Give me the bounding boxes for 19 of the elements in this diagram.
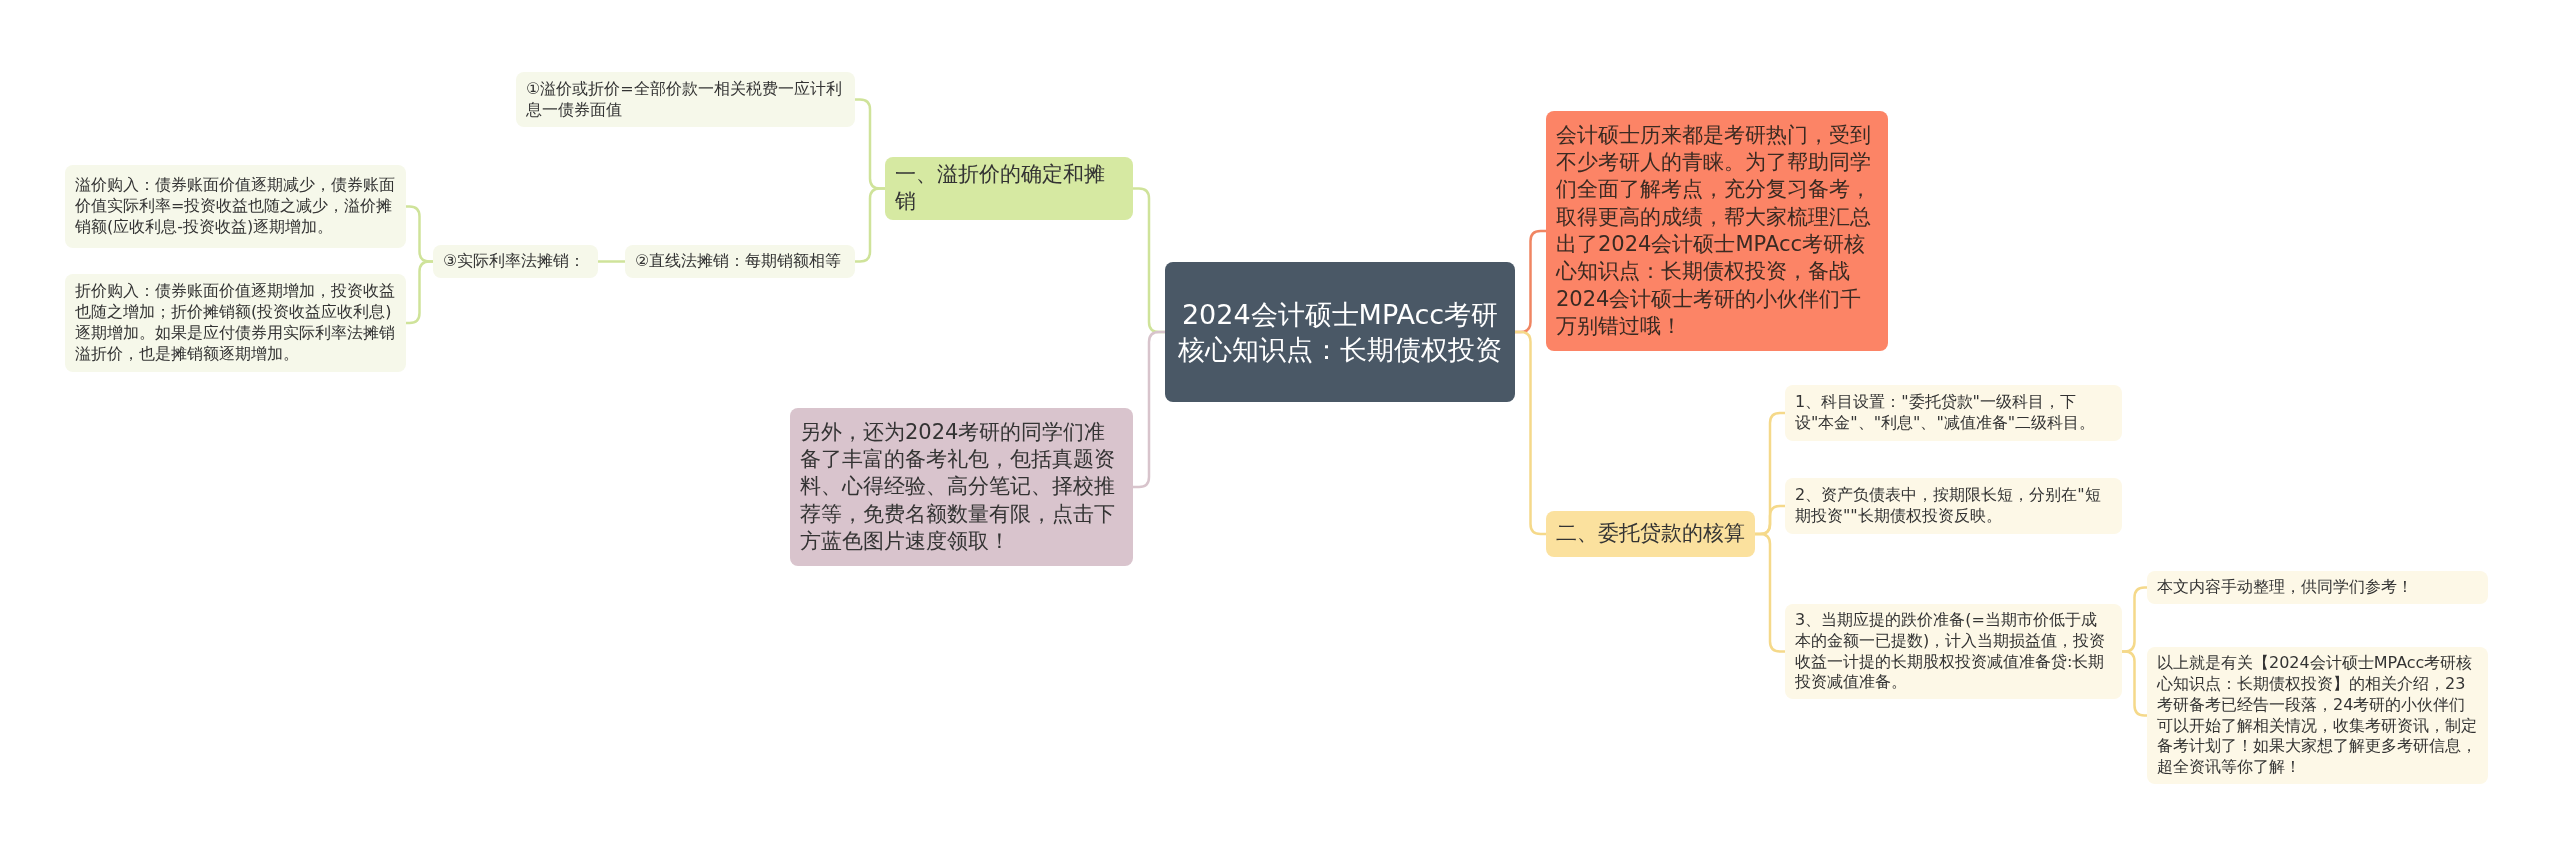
leaf-box: 本文内容手动整理，供同学们参考！ [2147, 571, 2488, 604]
connector-line [2122, 650, 2147, 717]
leaf-box: 溢价购入：债券账面价值逐期减少，债券账面价值实际利率=投资收益也随之减少，溢价摊销额(应收利息-投资收益)逐期增加。 [65, 165, 406, 248]
note-box: 另外，还为2024考研的同学们准备了丰富的备考礼包，包括真题资料、心得经验、高分笔记、择校推荐等，免费名额数量有限，点击下方蓝色图片速度领取！ [790, 408, 1133, 566]
branch-box: 二、委托贷款的核算 [1546, 511, 1755, 557]
branch-box: 一、溢折价的确定和摊销 [885, 157, 1133, 220]
leaf-box: ③实际利率法摊销： [433, 245, 598, 278]
leaf-box: 1、科目设置："委托贷款"一级科目，下设"本金"、"利息"、"减值准备"二级科目。 [1785, 385, 2122, 441]
connector-line [1133, 330, 1165, 489]
central-topic-box: 2024会计硕士MPAcc考研核心知识点：长期债权投资 [1165, 262, 1515, 402]
leaf-box: 2、资产负债表中，按期限长短，分别在"短期投资""长期债权投资反映。 [1785, 478, 2122, 534]
leaf-box: ①溢价或折价=全部价款一相关税费一应计利息一债券面值 [516, 72, 855, 127]
leaf-box: 折价购入：债券账面价值逐期增加，投资收益也随之增加；折价摊销额(投资收益应收利息)逐期增加。如果是应付债券用实际利率法摊销溢折价，也是摊销额逐期增加。 [65, 274, 406, 372]
leaf-box: 3、当期应提的跌价准备(=当期市价低于成本的金额一已提数)，计入当期损益值，投资收益一计提的长期股权投资减值准备贷:长期投资减值准备。 [1785, 604, 2122, 699]
connector-line [406, 260, 433, 325]
leaf-box: ②直线法摊销：每期销额相等 [625, 245, 855, 278]
connector-line [598, 260, 625, 263]
leaf-box: 以上就是有关【2024会计硕士MPAcc考研核心知识点：长期债权投资】的相关介绍，23考研备考已经告一段落，24考研的小伙伴们可以开始了解相关情况，收集考研资讯，制定备考计划了！如果大家想了解更多考研信息，超全资讯等你了解！ [2147, 647, 2488, 784]
intro-box: 会计硕士历来都是考研热门，受到不少考研人的青睐。为了帮助同学们全面了解考点，充分复习备考，取得更高的成绩，帮大家梳理汇总出了2024会计硕士MPAcc考研核心知识点：长期债权投资，备战2024会计硕士考研的小伙伴们千万别错过哦！ [1546, 111, 1888, 351]
